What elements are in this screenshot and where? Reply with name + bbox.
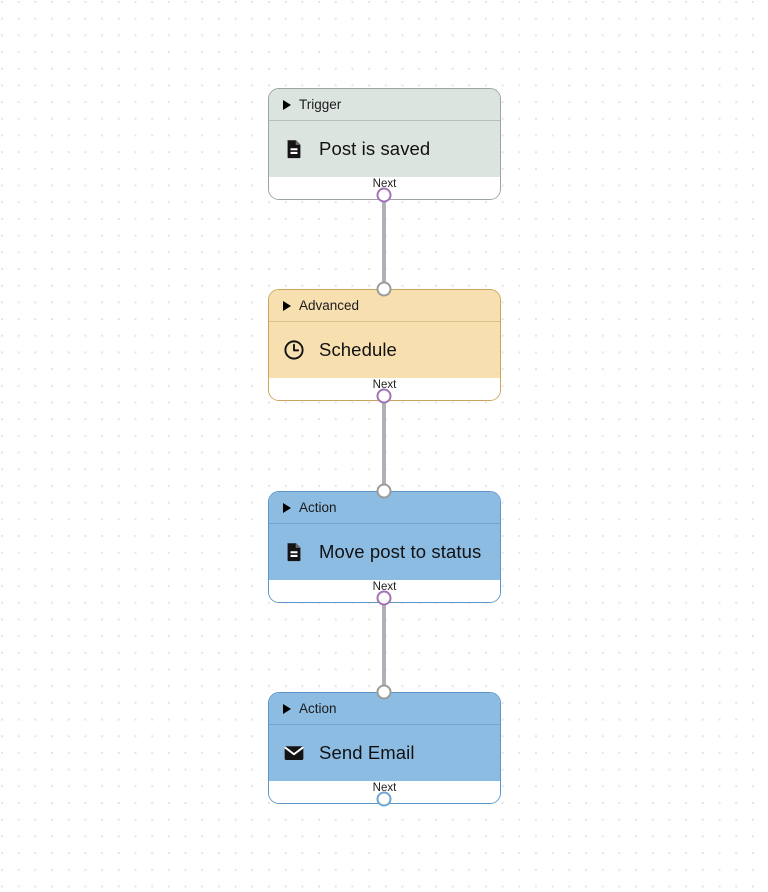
document-icon [283,541,305,563]
node-next-label: Next [372,782,397,794]
node-body[interactable]: Move post to status [269,524,500,580]
caret-right-icon[interactable] [283,502,291,513]
node-body[interactable]: Send Email [269,725,500,781]
connection-handle-source[interactable] [376,388,392,404]
node-title: Move post to status [319,541,482,562]
node-body[interactable]: Schedule [269,322,500,378]
node-kind-label: Action [299,701,337,716]
connection-handle-target[interactable] [376,281,392,297]
node-title: Post is saved [319,138,431,159]
envelope-icon [283,742,305,764]
caret-right-icon[interactable] [283,300,291,311]
node-next-label: Next [372,379,397,391]
caret-right-icon[interactable] [283,703,291,714]
workflow-edge[interactable] [382,396,386,491]
node-kind-label: Action [299,500,337,515]
node-header[interactable]: Trigger [269,89,500,121]
node-next-label: Next [372,178,397,190]
node-title: Schedule [319,339,397,360]
connection-handle-source[interactable] [376,590,392,606]
clock-icon [283,339,305,361]
node-title: Send Email [319,742,415,763]
workflow-edge[interactable] [382,195,386,289]
connection-handle-target[interactable] [376,483,392,499]
connection-handle-source[interactable] [376,187,392,203]
node-next-label: Next [372,581,397,593]
connection-handle-source[interactable] [376,791,392,807]
node-kind-label: Trigger [299,97,342,112]
document-icon [283,138,305,160]
connection-handle-target[interactable] [376,684,392,700]
node-kind-label: Advanced [299,298,360,313]
caret-right-icon[interactable] [283,99,291,110]
workflow-edge[interactable] [382,598,386,692]
node-body[interactable]: Post is saved [269,121,500,177]
